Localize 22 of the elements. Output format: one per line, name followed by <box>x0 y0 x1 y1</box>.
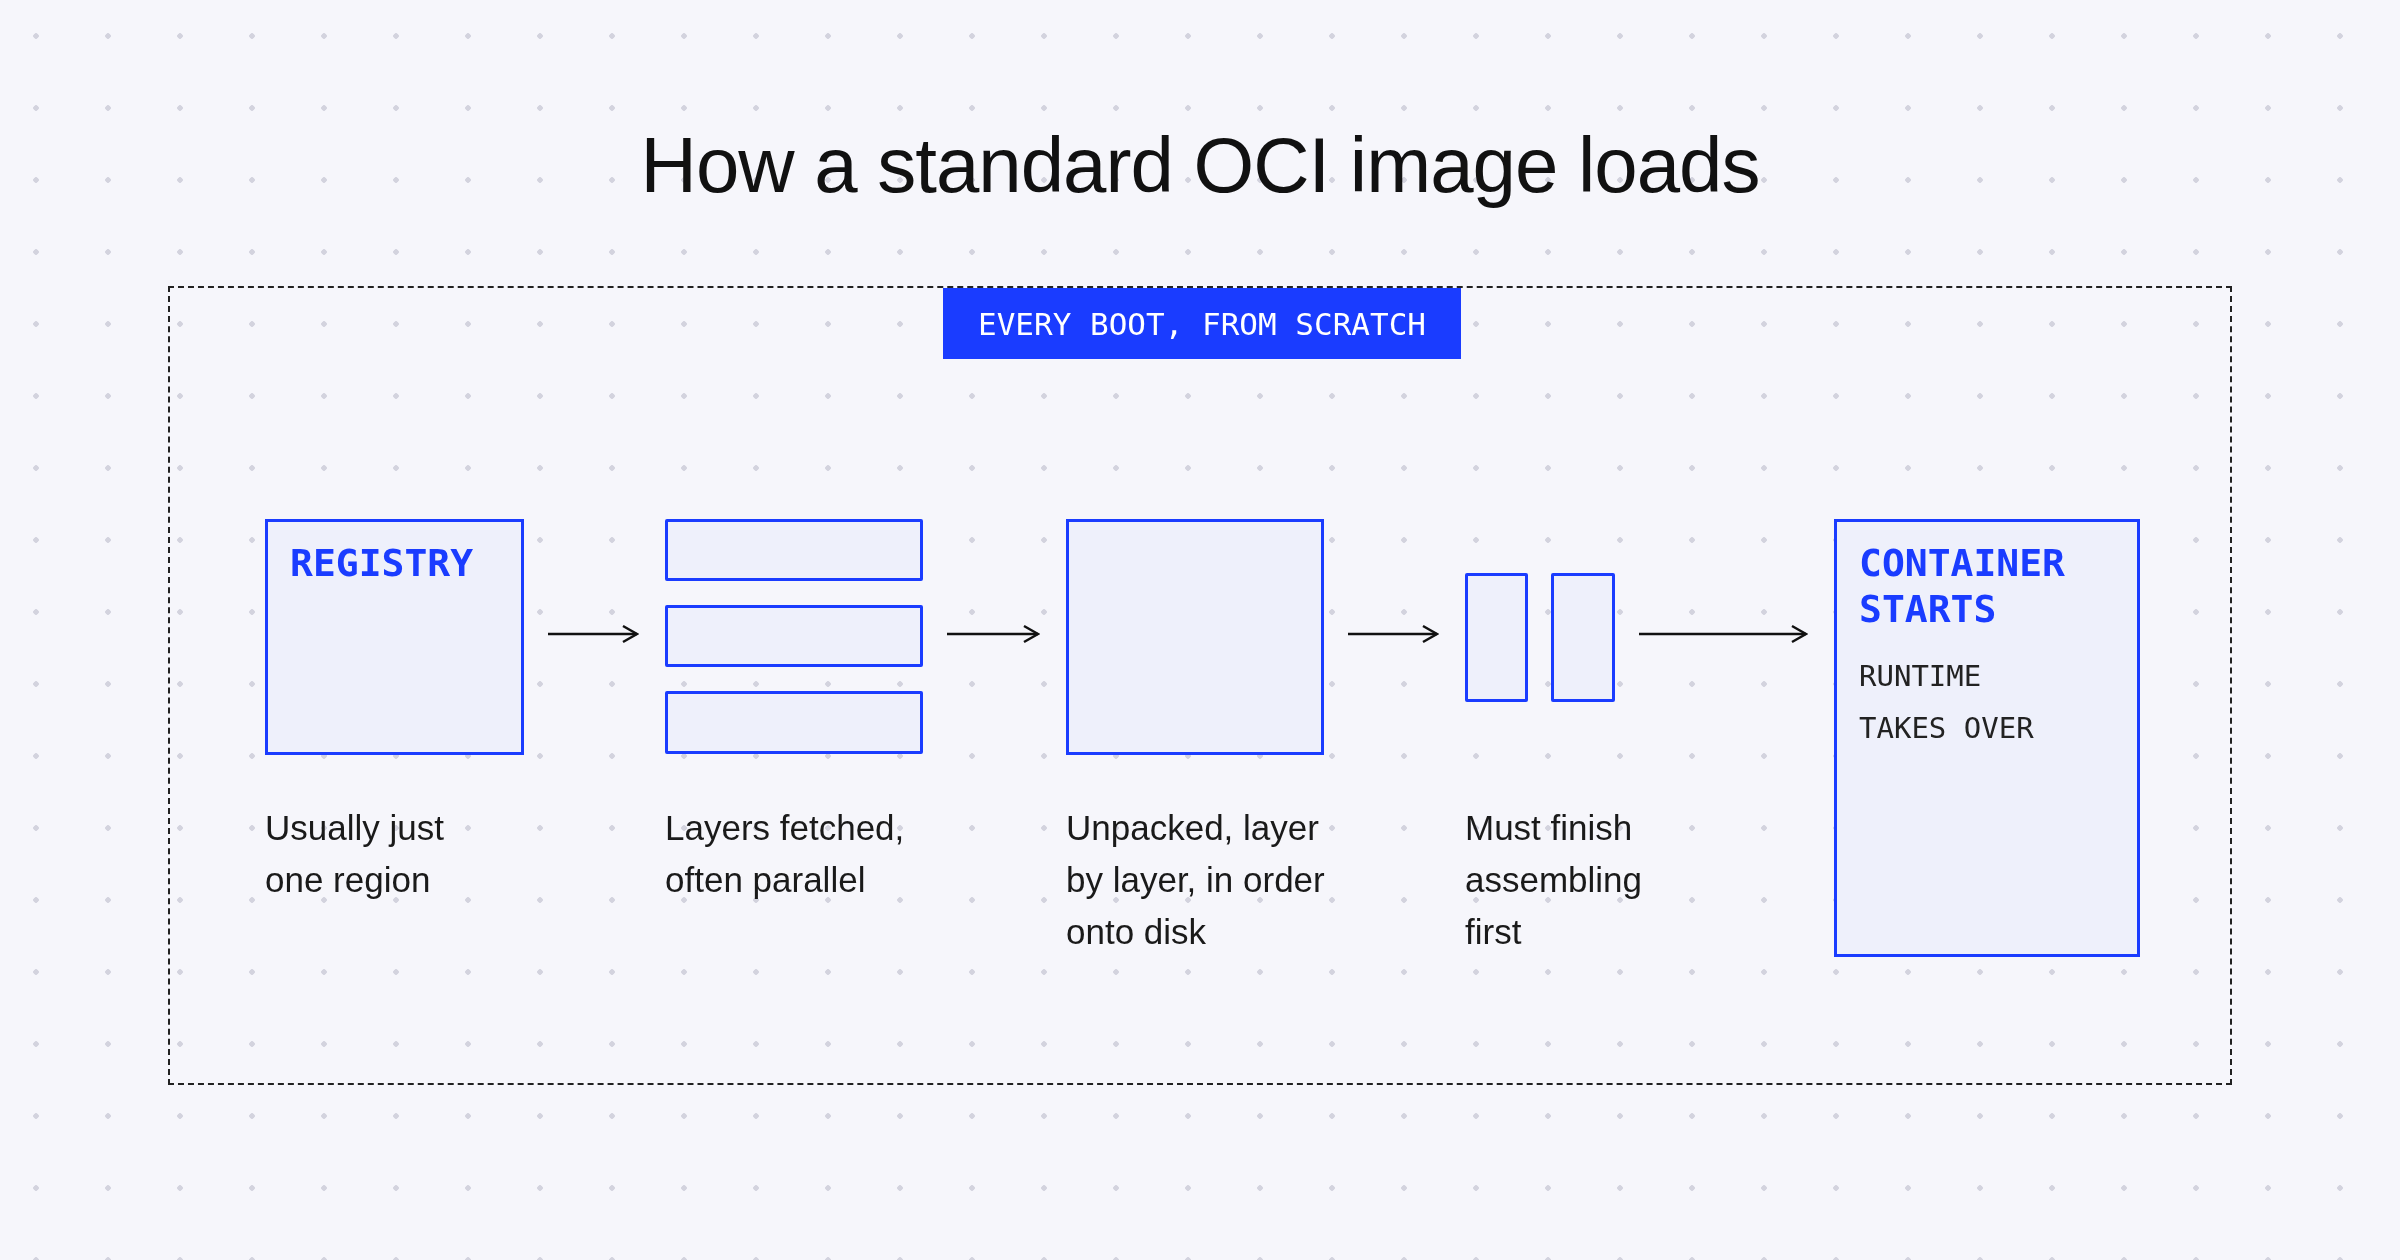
arrow <box>947 624 1040 644</box>
layer-bar <box>665 691 923 754</box>
layer-bar <box>665 605 923 667</box>
step-note: RUNTIME TAKES OVER <box>1859 658 2035 747</box>
step-heading: CONTAINER STARTS <box>1859 540 2066 632</box>
diagram-title: How a standard OCI image loads <box>639 120 1761 211</box>
caption-text: Layers fetched, often parallel <box>665 807 906 901</box>
layer-bar <box>665 519 923 581</box>
arrow <box>1348 624 1439 644</box>
dashed-frame <box>168 286 2232 1085</box>
empty-box <box>1066 519 1324 755</box>
step-box <box>1834 519 2140 957</box>
caption-text: Usually just one region <box>265 807 445 901</box>
arrow <box>1639 624 1808 644</box>
section-tag: EVERY BOOT, FROM SCRATCH <box>943 288 1461 359</box>
layer-bar <box>1465 573 1528 702</box>
caption-text: Must finish assembling first <box>1465 807 1644 953</box>
layer-bar <box>1551 573 1615 702</box>
step-heading: REGISTRY <box>290 540 474 586</box>
step-box <box>265 519 524 755</box>
arrow <box>548 624 639 644</box>
caption-text: Unpacked, layer by layer, in order onto disk <box>1066 807 1326 953</box>
